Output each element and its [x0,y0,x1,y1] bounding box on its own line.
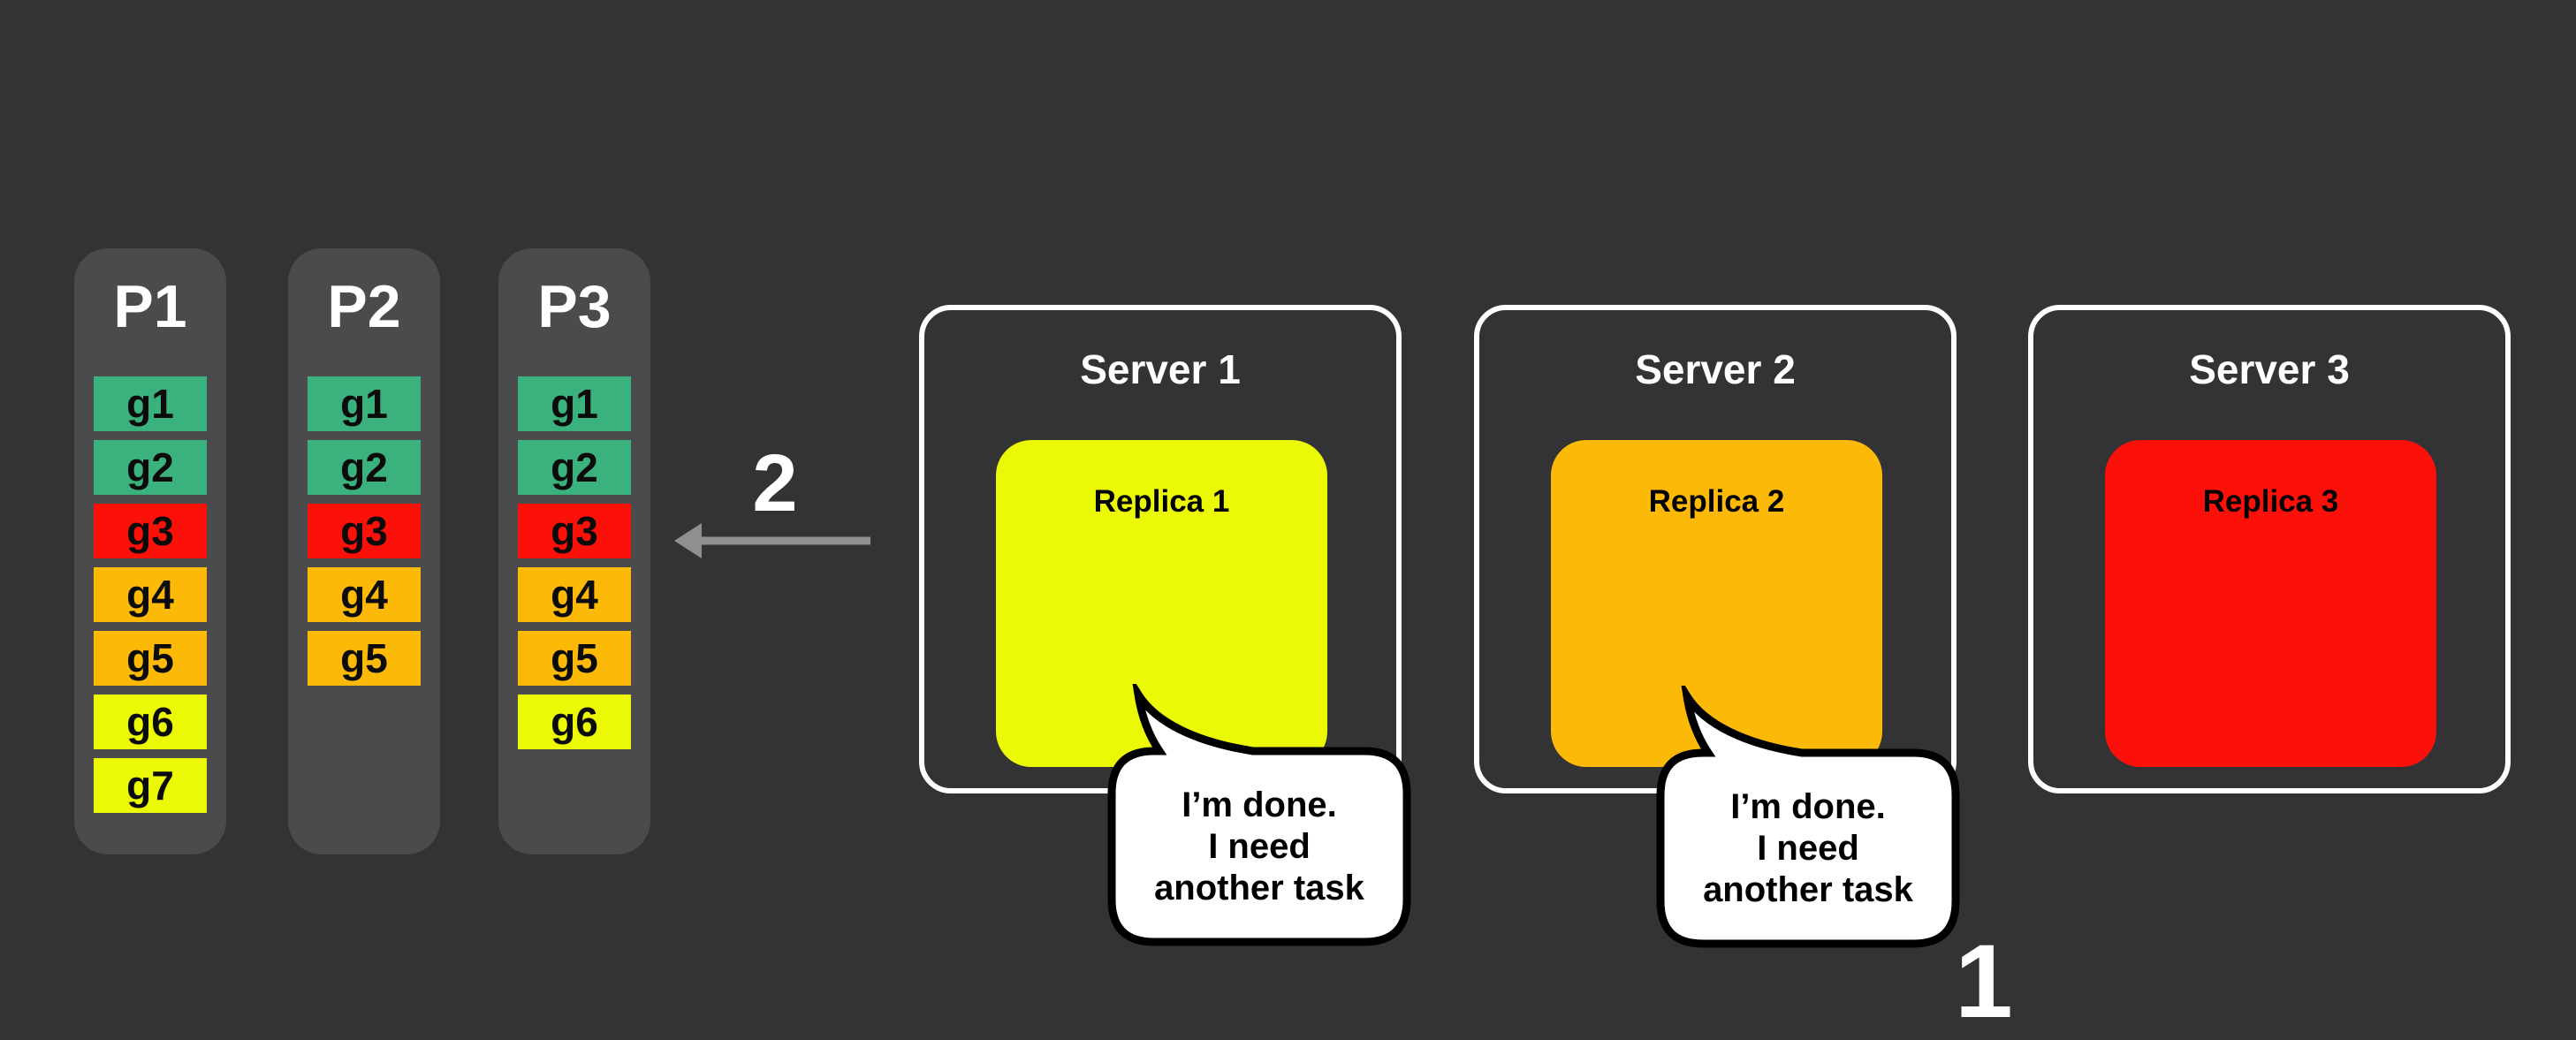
speech-bubble-shape [1107,676,1411,946]
bubble-line-3: another task [1154,868,1364,907]
task-chip-label: g5 [340,635,388,681]
replica-title: Replica 3 [2202,484,2339,519]
task-chip-label: g5 [126,635,174,681]
task-chip: g4 [518,567,631,622]
bubble-line-1: I’m done. [1730,786,1886,826]
speech-bubble-text: I’m done. I need another task [1112,751,1407,942]
replica-2-box: Replica 2 [1551,440,1882,767]
task-chip-label: g3 [126,508,174,554]
diagram-canvas: { "canvas": { "background": "#333335", "… [74,248,2511,1034]
arrowhead [674,523,702,558]
partition-p2: P2 g1 g2 g3 g4 g5 [288,248,440,854]
task-chip-label: g2 [340,444,388,490]
task-chip: g4 [308,567,421,622]
replica-title: Replica 2 [1648,484,1785,519]
bubble-line-1: I’m done. [1182,785,1337,824]
task-chip-label: g6 [126,699,174,745]
task-chip-label: g4 [126,572,174,618]
speech-bubble-shape [1656,678,1960,948]
server-title: Server 2 [1635,346,1796,392]
replica-1-box: Replica 1 [996,440,1327,767]
task-chip-label: g2 [551,444,598,490]
task-chip-label: g4 [551,572,598,618]
task-chip-label: g2 [126,444,174,490]
server-title: Server 3 [2189,346,2350,392]
task-chip-label: g7 [126,763,174,808]
speech-bubble-server-2: I’m done. I need another task [1652,678,1970,951]
partition-p3: P3 g1 g2 g3 g4 g5 g6 [498,248,650,854]
task-chip: g2 [94,440,207,495]
task-chip: g7 [94,758,207,813]
task-chip-label: g1 [551,381,598,427]
step-2-label: 2 [752,438,798,528]
task-chip: g3 [308,504,421,558]
task-chip-label: g1 [126,381,174,427]
task-chip: g6 [94,695,207,749]
task-chip: g1 [308,376,421,431]
task-chip-label: g3 [551,508,598,554]
task-chip: g4 [94,567,207,622]
left-arrow-icon [674,523,870,558]
partition-title: P3 [537,273,612,340]
task-chip: g1 [518,376,631,431]
task-chip: g2 [518,440,631,495]
replica-title: Replica 1 [1093,484,1230,519]
partition-title: P1 [113,273,187,340]
bubble-line-2: I need [1757,828,1859,868]
partition-p2-chips: g1 g2 g3 g4 g5 [308,376,421,686]
bubble-line-3: another task [1703,869,1913,909]
task-chip-label: g6 [551,699,598,745]
task-chip: g3 [518,504,631,558]
task-chip: g3 [94,504,207,558]
partition-p1-chips: g1 g2 g3 g4 g5 g6 g7 [94,376,207,813]
task-chip-label: g4 [340,572,388,618]
task-chip: g5 [518,631,631,686]
partition-title: P2 [327,273,401,340]
task-chip: g5 [308,631,421,686]
speech-bubble-server-1: I’m done. I need another task [1103,676,1421,949]
partition-p1: P1 g1 g2 g3 g4 g5 g6 g7 [74,248,226,854]
step-1-label: 1 [1955,923,2013,1040]
bubble-line-2: I need [1208,826,1311,866]
replica-3-box: Replica 3 [2105,440,2436,767]
server-3-box: Server 3 Replica 3 [2028,305,2511,793]
task-chip: g6 [518,695,631,749]
server-2-box: Server 2 Replica 2 [1474,305,1957,793]
task-chip-label: g5 [551,635,598,681]
task-chip: g1 [94,376,207,431]
speech-bubble-text: I’m done. I need another task [1660,753,1956,944]
task-chip-label: g3 [340,508,388,554]
server-title: Server 1 [1080,346,1241,392]
server-1-box: Server 1 Replica 1 [919,305,1402,793]
partition-p3-chips: g1 g2 g3 g4 g5 g6 [518,376,631,749]
task-chip: g2 [308,440,421,495]
task-chip: g5 [94,631,207,686]
task-chip-label: g1 [340,381,388,427]
